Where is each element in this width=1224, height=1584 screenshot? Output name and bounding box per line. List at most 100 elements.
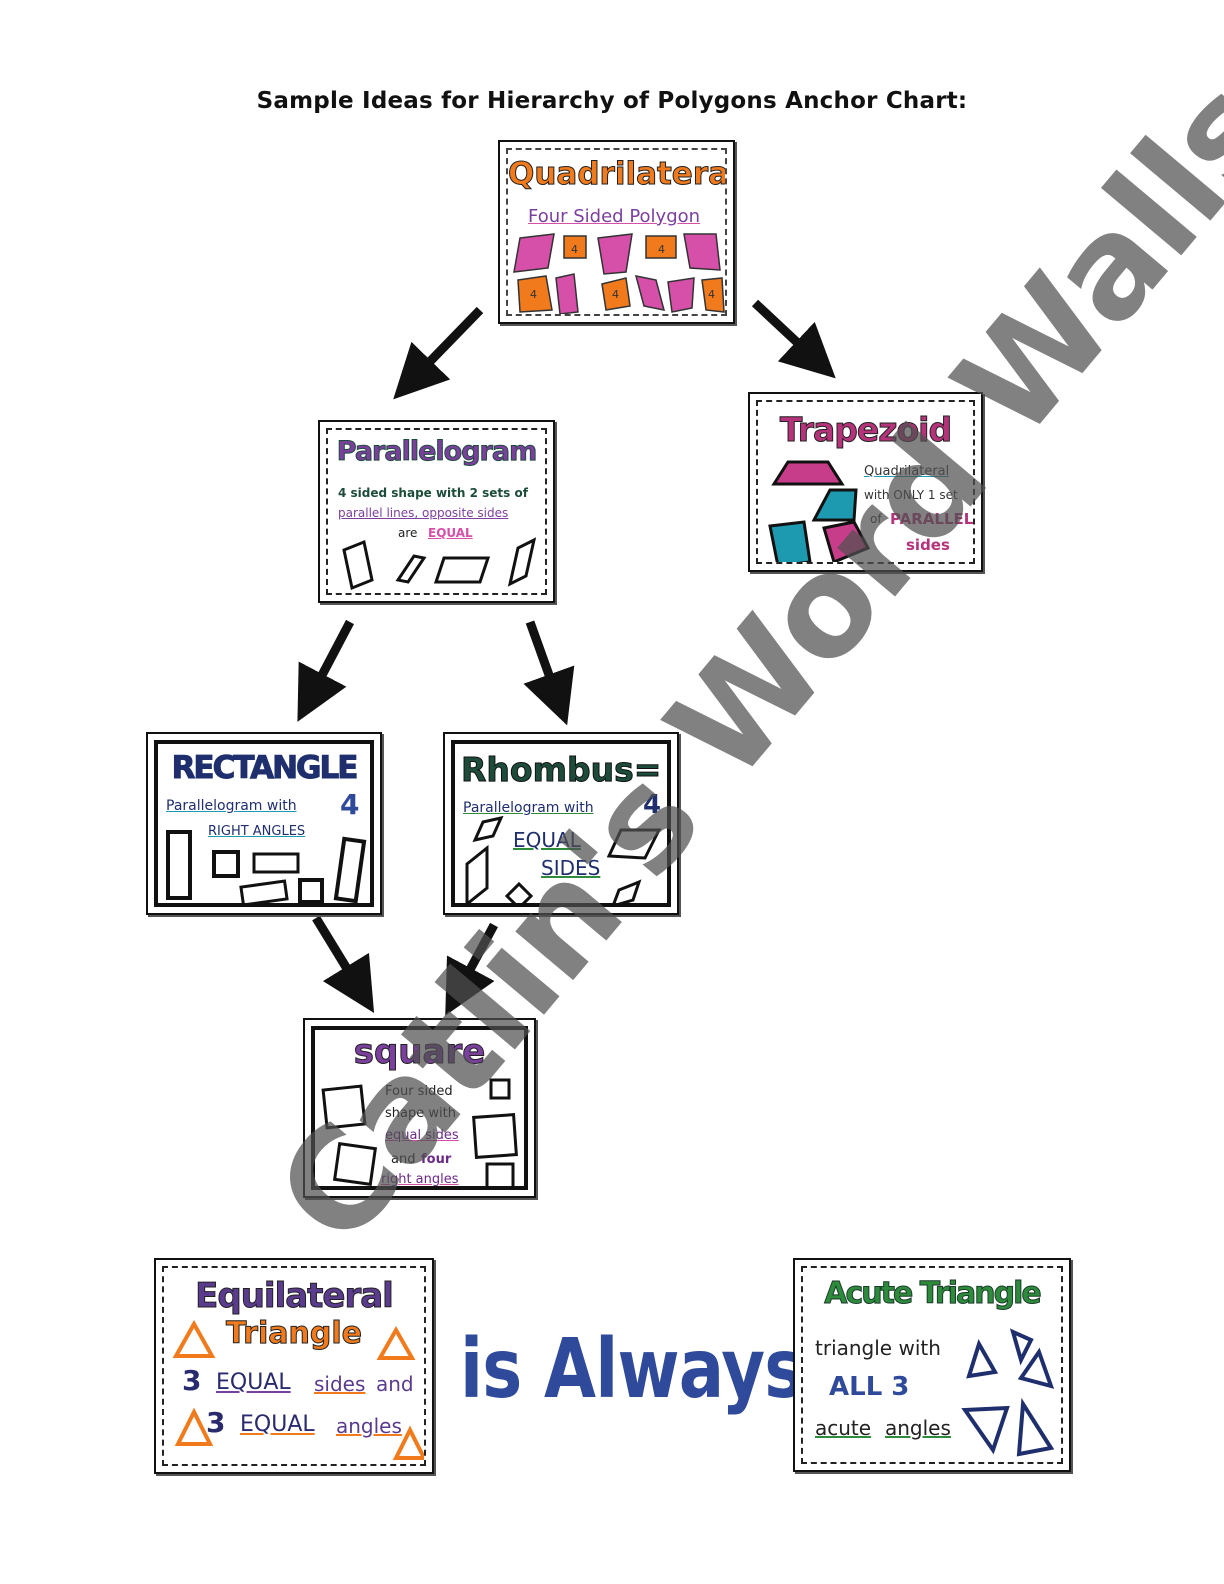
shape-square-orange-2: [601, 277, 631, 311]
shape-square: [332, 1141, 378, 1186]
equilateral-line2a: 3: [206, 1406, 226, 1439]
shape-label: 4: [658, 243, 665, 256]
shape-rectangle: [239, 879, 289, 903]
shape-square-orange: [563, 235, 587, 259]
shape-parallelogram: [342, 539, 374, 591]
rhombus-line3: SIDES: [541, 856, 601, 880]
trapezoid-line2: with ONLY 1 set: [864, 488, 958, 502]
triangle-icon: [1009, 1328, 1034, 1366]
triangle-icon: [966, 1339, 999, 1379]
shape-quad-pink: [634, 275, 666, 311]
shape-rhombus: [612, 879, 642, 903]
equilateral-line1c: sides: [314, 1372, 366, 1396]
shape-rhombus: [465, 844, 489, 903]
shape-parallelogram: [395, 554, 427, 584]
arrow-rectangle-to-square: [312, 915, 375, 1014]
rhombus-heading: Rhombus=: [461, 750, 662, 790]
parallelogram-line3b: EQUAL: [428, 526, 473, 540]
page-title: Sample Ideas for Hierarchy of Polygons A…: [256, 88, 968, 114]
parallelogram-heading: Parallelogram: [336, 436, 537, 468]
shape-rhombus: [606, 828, 662, 860]
shape-quad-pink-2: [667, 277, 695, 313]
shape-label: 4: [530, 288, 537, 301]
equilateral-heading-1: Equilateral: [195, 1276, 395, 1317]
parallelogram-line2: parallel lines, opposite sides: [338, 506, 509, 520]
shape-rectangle: [333, 836, 367, 903]
shape-rhombus: [472, 815, 504, 843]
card-rectangle: RECTANGLE Parallelogram with 4 RIGHT ANG…: [146, 732, 382, 915]
equilateral-heading-2: Triangle: [226, 1316, 363, 1352]
triangle-icon: [376, 1325, 416, 1360]
trapezoid-line3b: PARALLEL: [890, 510, 974, 528]
trapezoid-line1: Quadrilateral: [864, 464, 950, 479]
card-trapezoid: Trapezoid Quadrilateral with ONLY 1 set …: [748, 392, 983, 572]
shape-label: 4: [708, 288, 715, 301]
quadrilateral-heading: Quadrilateral: [508, 156, 727, 193]
rhombus-line1a: Parallelogram with: [463, 800, 594, 816]
acute-line2: ALL 3: [829, 1372, 910, 1402]
card-equilateral-triangle: Equilateral Triangle 3 EQUAL sides and 3…: [154, 1258, 434, 1474]
shape-rectangle: [212, 850, 240, 878]
rectangle-heading: RECTANGLE: [171, 750, 359, 787]
square-line5: right angles: [381, 1172, 459, 1187]
shape-rect-orange: [645, 235, 677, 259]
rhombus-line2: EQUAL: [513, 828, 581, 852]
parallelogram-shapes: [342, 537, 537, 591]
shape-trapezoid-teal: [811, 488, 858, 522]
shape-trap-pink: [683, 233, 721, 271]
square-line4b: four: [421, 1152, 452, 1167]
shape-rectangle: [252, 852, 300, 874]
square-line3: equal sides: [385, 1128, 459, 1143]
connector-text: is Always: [460, 1322, 804, 1417]
acute-shapes: [961, 1328, 1055, 1457]
acute-heading: Acute Triangle: [824, 1276, 1042, 1312]
shape-label: 4: [612, 288, 619, 301]
rhombus-shapes: [465, 815, 662, 903]
equilateral-line1a: 3: [182, 1364, 202, 1397]
trapezoid-heading: Trapezoid: [779, 410, 952, 450]
square-line2: shape with: [385, 1106, 456, 1121]
triangle-icon: [961, 1405, 1010, 1455]
shape-rectangle: [298, 878, 324, 903]
acute-line3b: angles: [885, 1416, 951, 1440]
rhombus-line1b: 4: [643, 790, 662, 820]
equilateral-line1d: and: [376, 1372, 414, 1396]
shape-rhombus: [504, 881, 534, 903]
card-parallelogram: Parallelogram 4 sided shape with 2 sets …: [318, 420, 555, 603]
shape-square: [321, 1084, 367, 1130]
arrow-quad-to-trapezoid: [751, 299, 836, 379]
equilateral-line2c: angles: [336, 1414, 402, 1438]
shape-parallelogram-pink: [513, 233, 555, 273]
shape-trapezoid-pink: [771, 460, 845, 486]
shape-trapezoid-pink-2: [822, 520, 871, 562]
triangle-icon: [172, 1319, 216, 1358]
shape-parallelogram: [433, 556, 491, 584]
parallelogram-line3a: are: [398, 526, 418, 540]
shape-rhombus-pink: [555, 273, 579, 314]
shape-rectangle: [166, 830, 192, 900]
rectangle-line2: RIGHT ANGLES: [208, 824, 306, 839]
shape-square: [485, 1162, 515, 1186]
rectangle-shapes: [166, 830, 367, 903]
shape-square: [489, 1078, 511, 1100]
arrow-quad-to-parallelogram: [393, 306, 484, 400]
square-line4a: and: [391, 1152, 416, 1167]
triangle-icon: [392, 1425, 424, 1460]
square-shapes: [321, 1078, 518, 1186]
card-quadrilateral: Quadrilateral Four Sided Polygon 4 4 4 4…: [498, 140, 735, 324]
trapezoid-line3a: of: [870, 512, 882, 526]
card-rhombus: Rhombus= Parallelogram with 4 EQUAL SIDE…: [443, 732, 679, 915]
equilateral-shapes: [172, 1319, 424, 1460]
shape-quad-orange: [701, 277, 725, 313]
square-line1: Four sided: [385, 1084, 453, 1099]
parallelogram-line1: 4 sided shape with 2 sets of: [338, 486, 528, 500]
equilateral-line2b: EQUAL: [240, 1412, 315, 1437]
quadrilateral-definition: Four Sided Polygon: [528, 206, 701, 227]
square-heading: square: [353, 1032, 486, 1073]
acute-line3a: acute: [815, 1416, 872, 1440]
shape-trap-orange: [517, 275, 553, 313]
card-square: square Four sided shape with equal sides…: [303, 1018, 536, 1198]
shape-parallelogram: [507, 537, 537, 587]
quadrilateral-shapes: 4 4 4 4 4: [513, 233, 725, 314]
acute-line1: triangle with: [815, 1336, 941, 1360]
